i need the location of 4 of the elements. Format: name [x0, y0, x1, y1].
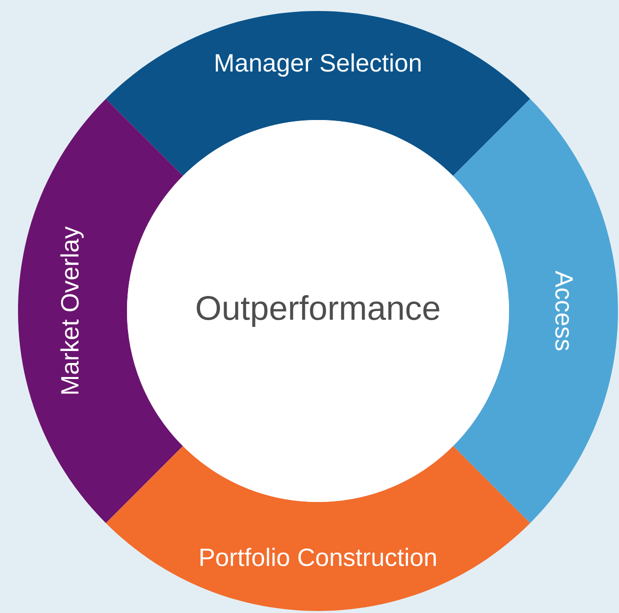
ring-segment: Portfolio Construction	[106, 446, 530, 611]
ring-segment: Manager Selection	[106, 11, 530, 176]
ring-segment: Access	[453, 98, 618, 524]
ring-segment: Market Overlay	[18, 98, 183, 524]
